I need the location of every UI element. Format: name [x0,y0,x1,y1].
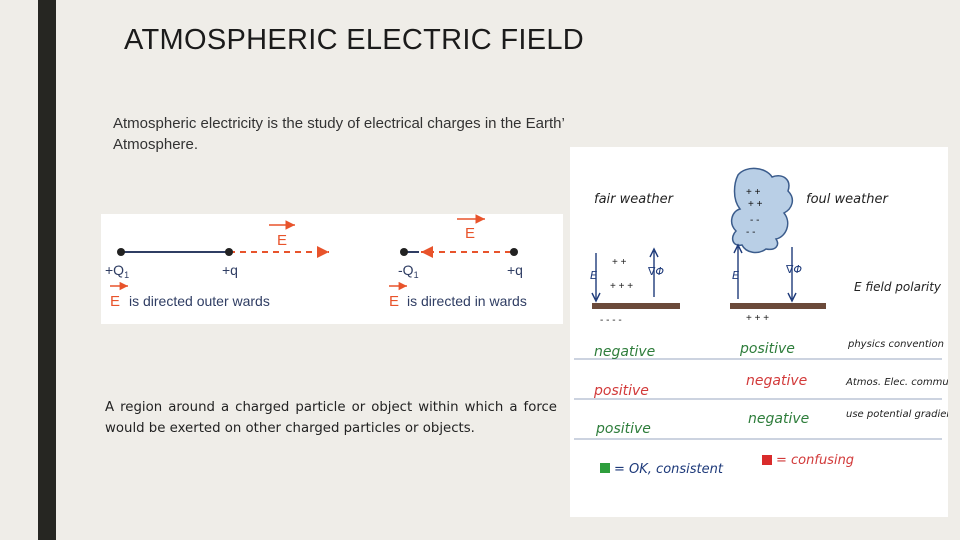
test-charge-dot-right [510,248,518,256]
row2-foul: negative [746,373,807,389]
fair-weather-label: fair weather [594,192,675,207]
source-charge-label-right: -Q1 [398,262,419,280]
field-direction-diagram: E +Q1 +q E is directed outer wards E -Q1… [101,214,563,324]
source-charge-dot-right [400,248,408,256]
ground-fair [592,303,680,309]
handdrawn-polarity-figure: + + + + - - - - fair weather foul weathe… [570,147,948,517]
caption-e-left: E [110,293,120,310]
row1-foul: positive [739,341,795,357]
ok-swatch [600,463,610,473]
test-charge-label-right: +q [507,262,523,278]
definition-text: A region around a charged particle or ob… [105,400,557,436]
source-charge-label-left: +Q1 [105,262,129,280]
svg-text:- - - -: - - - - [600,315,622,326]
inward-field-panel: E -Q1 +q E is directed in wards [389,214,527,310]
confusing-legend-text: = confusing [776,453,854,468]
row3-foul: negative [748,411,809,427]
polarity-header: E field polarity [854,280,942,294]
svg-text:- -: - - [750,215,759,226]
fair-grad-label: ∇Φ [647,265,664,278]
foul-weather-label: foul weather [806,192,889,207]
left-accent-bar [38,0,56,540]
row1-source: physics convention [847,339,944,350]
caption-text-right: is directed in wards [407,293,527,309]
svg-text:+ +: + + [612,257,627,268]
confusing-swatch [762,455,772,465]
ground-foul [730,303,826,309]
svg-text:+ +: + + [746,187,761,198]
row1-fair: negative [594,344,655,360]
row2-fair: positive [593,383,649,399]
caption-text-left: is directed outer wards [129,293,270,309]
source-charge-dot-left [117,248,125,256]
row3-fair: positive [595,421,651,437]
intro-text: Atmospheric electricity is the study of … [113,115,565,153]
foul-e-label: E [732,269,739,282]
svg-text:- -: - - [746,227,755,238]
caption-e-right: E [389,293,399,310]
row3-source: use potential gradient [846,409,948,420]
fair-e-label: E [590,269,597,282]
outward-field-panel: E +Q1 +q E is directed outer wards [105,220,329,310]
test-charge-dot-left [225,248,233,256]
ok-legend-text: = OK, consistent [614,462,724,477]
foul-grad-label: ∇Φ [785,263,802,276]
svg-text:+ + +: + + + [746,313,769,324]
storm-cloud-drawing: + + + + - - - - [730,167,794,254]
e-label-left: E [277,232,287,249]
e-label-right: E [465,225,475,242]
svg-text:+ +: + + [748,199,763,210]
svg-text:+ + +: + + + [610,281,633,292]
row2-source: Atmos. Elec. community [845,377,948,388]
slide-title: ATMOSPHERIC ELECTRIC FIELD [124,24,585,56]
test-charge-label-left: +q [222,262,238,278]
